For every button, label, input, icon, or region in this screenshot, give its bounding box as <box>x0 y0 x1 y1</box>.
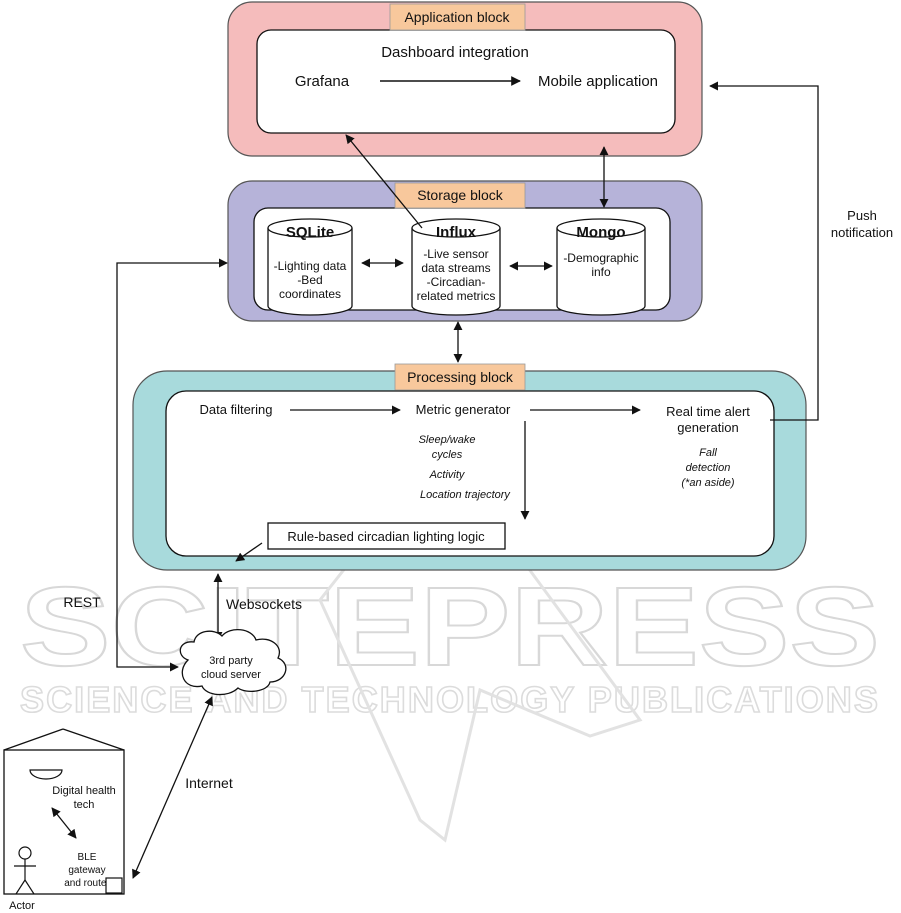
home-environment: Digital health tech BLE gateway and rout… <box>3 728 125 912</box>
cloud-server: 3rd party cloud server <box>179 629 287 696</box>
metric-generator-label: Metric generator <box>416 402 511 417</box>
actor-label: Actor <box>9 900 35 912</box>
processing-block-title: Processing block <box>407 369 514 385</box>
influx-line-4: related metrics <box>417 289 496 303</box>
storage-block: Storage block SQLite -Lighting data -Bed… <box>227 180 703 322</box>
data-filtering-label: Data filtering <box>200 402 273 417</box>
fall-line-2: detection <box>686 462 731 474</box>
influx-line-3: -Circadian- <box>427 275 486 289</box>
processing-block-inner <box>165 390 775 557</box>
mongo-line-1: -Demographic <box>563 251 638 265</box>
cloud-line-2: cloud server <box>201 669 261 681</box>
push-label-1: Push <box>847 208 877 223</box>
ceiling-light-icon <box>29 769 63 780</box>
watermark: SCITEPRESS SCIENCE AND TECHNOLOGY PUBLIC… <box>19 445 881 843</box>
mongo-database: Mongo -Demographic info <box>556 218 646 316</box>
sqlite-line-2: -Bed <box>297 273 322 287</box>
home-roof-right <box>62 728 125 751</box>
internet-arrow <box>132 696 213 879</box>
influx-to-grafana-arrow <box>345 134 423 229</box>
watermark-line2: SCIENCE AND TECHNOLOGY PUBLICATIONS <box>20 679 880 720</box>
metric-sleep-line-2: cycles <box>432 449 463 461</box>
cloud-icon <box>179 629 287 696</box>
metric-activity: Activity <box>429 469 466 481</box>
metric-location: Location trajectory <box>420 489 511 501</box>
push-notification-arrow <box>709 81 819 421</box>
watermark-shape <box>318 445 643 843</box>
ble-line-2: gateway <box>68 865 105 876</box>
mongo-line-2: info <box>591 265 611 279</box>
sqlite-name: SQLite <box>286 224 334 241</box>
push-label-2: notification <box>831 225 893 240</box>
application-block-tab <box>389 3 526 31</box>
rest-label: REST <box>63 594 101 610</box>
ble-line-3: and router <box>64 878 110 889</box>
digital-health-line-2: tech <box>74 799 95 811</box>
rule-logic-label: Rule-based circadian lighting logic <box>287 529 485 544</box>
influx-line-2: data streams <box>421 261 490 275</box>
application-block-title: Application block <box>404 9 510 25</box>
home-roof-left <box>3 728 64 751</box>
router-icon <box>105 877 123 894</box>
internet-label: Internet <box>185 775 233 791</box>
rule-logic-box <box>267 522 506 550</box>
websockets-label: Websockets <box>226 596 302 612</box>
alert-line-2: generation <box>677 420 738 435</box>
ble-line-1: BLE <box>78 852 97 863</box>
processing-block-tab <box>394 363 526 391</box>
fall-line-1: Fall <box>699 447 717 459</box>
storage-block-tab <box>394 182 526 209</box>
influx-database: Influx -Live sensor data streams -Circad… <box>411 218 501 316</box>
grafana-label: Grafana <box>295 73 350 90</box>
sqlite-line-3: coordinates <box>279 287 341 301</box>
mongo-name: Mongo <box>576 224 625 241</box>
metric-sleep-line-1: Sleep/wake <box>419 434 476 446</box>
mobile-application-label: Mobile application <box>538 73 658 90</box>
rest-arrow <box>116 258 228 672</box>
actor-icon <box>14 846 36 895</box>
digital-health-line-1: Digital health <box>52 785 116 797</box>
sqlite-database: SQLite -Lighting data -Bed coordinates <box>267 218 353 316</box>
fall-line-3: (*an aside) <box>681 477 735 489</box>
influx-line-1: -Live sensor <box>423 247 488 261</box>
application-block: Application block Dashboard integration … <box>227 1 703 157</box>
rule-to-websocket-arrow <box>235 542 263 562</box>
processing-block: Processing block Data filtering Metric g… <box>132 363 807 571</box>
home-box <box>3 749 125 895</box>
influx-name: Influx <box>436 224 477 241</box>
cloud-line-1: 3rd party <box>209 655 253 667</box>
watermark-line1: SCITEPRESS <box>20 564 880 689</box>
storage-block-title: Storage block <box>417 187 504 203</box>
dashboard-integration-label: Dashboard integration <box>381 44 529 61</box>
sqlite-line-1: -Lighting data <box>274 259 347 273</box>
alert-line-1: Real time alert <box>666 404 750 419</box>
device-gateway-arrow <box>51 807 77 839</box>
